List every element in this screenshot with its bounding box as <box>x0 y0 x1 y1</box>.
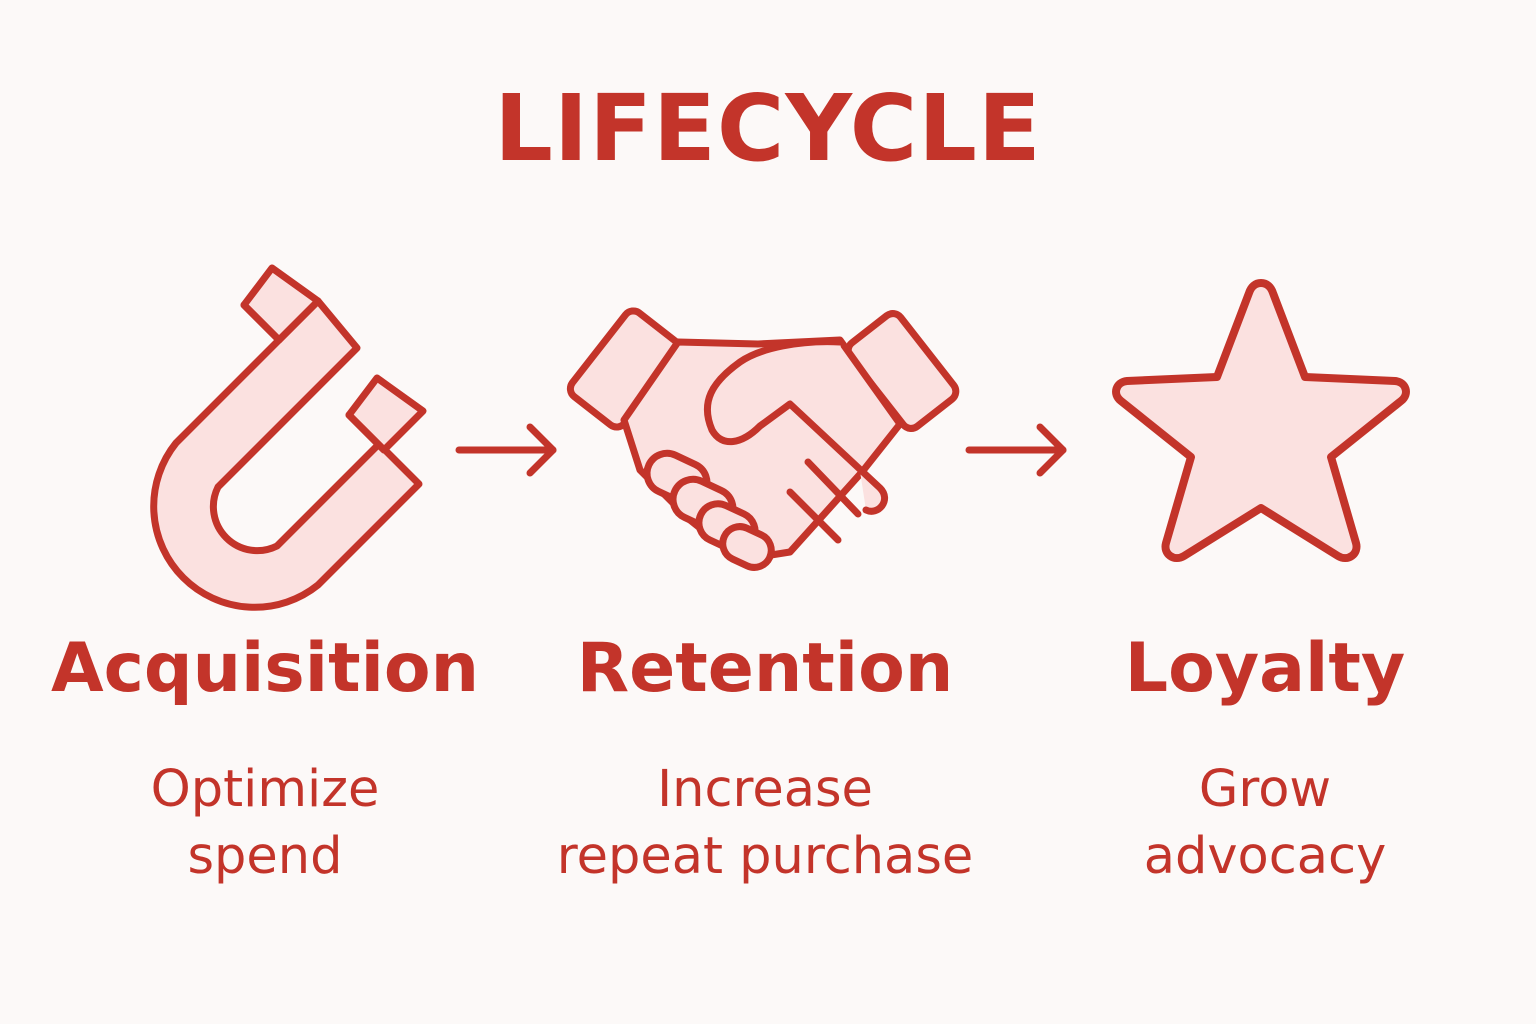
stage-title-acquisition: Acquisition <box>50 629 480 708</box>
description-line: Increase <box>657 760 873 819</box>
arrow-right-icon <box>455 423 557 477</box>
diagram-title: LIFECYCLE <box>494 75 1042 182</box>
description-line: Optimize <box>150 760 380 819</box>
stage-description-loyalty: Grow advocacy <box>1040 756 1490 891</box>
stage-description-acquisition: Optimize spend <box>40 756 490 891</box>
stage-description-retention: Increase repeat purchase <box>515 756 1015 891</box>
stage-title-retention: Retention <box>576 629 954 708</box>
description-line: advocacy <box>1143 827 1387 887</box>
description-line: repeat purchase <box>556 827 974 887</box>
arrow-right-icon <box>965 423 1067 477</box>
description-line: spend <box>187 827 343 887</box>
star-icon <box>1112 279 1410 563</box>
description-line: Grow <box>1198 760 1332 819</box>
stage-title-loyalty: Loyalty <box>1124 629 1406 708</box>
handshake-icon <box>566 307 960 571</box>
magnet-icon <box>150 264 427 611</box>
